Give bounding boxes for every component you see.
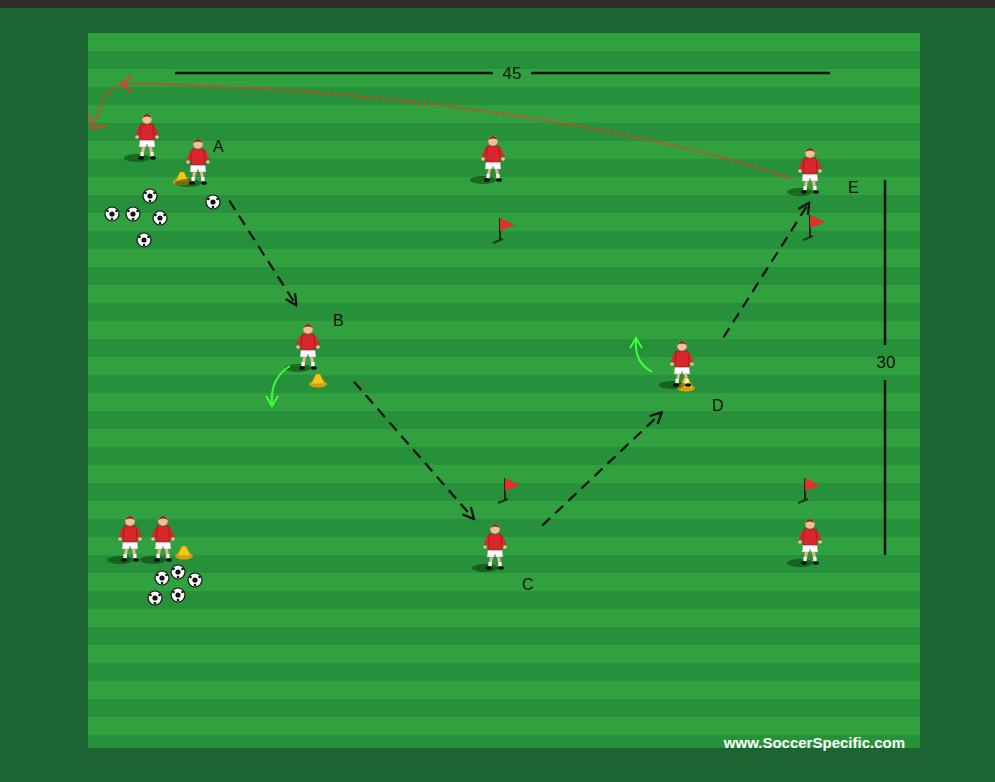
pitch-stripe — [88, 645, 920, 663]
player-figure — [472, 524, 507, 572]
pitch-stripe — [88, 123, 920, 141]
player-run — [90, 77, 790, 178]
pass-arrow — [723, 203, 809, 338]
pitch-stripe — [88, 87, 920, 105]
pitch — [88, 33, 920, 748]
pitch-stripe — [88, 195, 920, 213]
pitch-stripe — [88, 483, 920, 501]
dimension-line — [884, 180, 887, 345]
player-figure — [787, 148, 822, 196]
dimension-line — [175, 72, 493, 75]
pitch-stripe — [88, 717, 920, 735]
watermark: www.SoccerSpecific.com — [724, 735, 905, 750]
pitch-stripe — [88, 681, 920, 699]
soccer-ball — [143, 189, 157, 203]
player-node: E — [790, 146, 866, 200]
pitch-stripe — [88, 141, 920, 159]
soccer-ball — [206, 195, 220, 209]
player-letter: D — [712, 398, 724, 414]
pitch-stripe — [88, 231, 920, 249]
turn-arrows — [266, 338, 652, 406]
pitch-stripe — [88, 627, 920, 645]
pass-arrow — [542, 412, 662, 525]
soccer-ball — [148, 591, 162, 605]
pitch-stripe — [88, 699, 920, 717]
pitch-stripe — [88, 249, 920, 267]
soccer-ball — [171, 588, 185, 602]
soccer-ball — [171, 565, 185, 579]
dimension-lines — [175, 73, 885, 555]
pitch-stripe — [88, 159, 920, 177]
pitch-stripes — [88, 33, 920, 748]
soccer-ball — [155, 571, 169, 585]
pitch-stripe — [88, 501, 920, 519]
player-figure — [175, 139, 210, 187]
soccer-ball — [126, 207, 140, 221]
corner-flag — [498, 478, 520, 503]
pitch-stripe — [88, 375, 920, 393]
player-figure — [787, 519, 822, 567]
player-letter: A — [213, 139, 224, 155]
dimension-label: 30 — [877, 354, 896, 371]
soccer-ball — [188, 573, 202, 587]
pitch-stripe — [88, 213, 920, 231]
dimension-line — [884, 380, 887, 555]
player-figure — [285, 324, 320, 372]
pass-arrow — [354, 382, 474, 519]
player-node: C — [476, 520, 540, 596]
pitch-stripe — [88, 393, 920, 411]
pitch-stripe — [88, 573, 920, 591]
pitch-stripe — [88, 591, 920, 609]
training-cone — [175, 546, 193, 560]
pitch-stripe — [88, 177, 920, 195]
pitch-stripe — [88, 663, 920, 681]
player-figure — [659, 341, 694, 389]
dimension-label: 45 — [503, 65, 522, 82]
pitch-stripe — [88, 447, 920, 465]
pitch-stripe — [88, 429, 920, 447]
pitch-stripe — [88, 537, 920, 555]
player-figure — [470, 136, 505, 184]
player-letter: B — [333, 313, 344, 329]
soccer-ball — [153, 211, 167, 225]
player-letter: C — [522, 577, 534, 593]
player-node: B — [290, 308, 352, 380]
pass-arrow — [229, 201, 296, 306]
soccer-ball — [105, 207, 119, 221]
pitch-stripe — [88, 555, 920, 573]
dimension-line — [531, 72, 830, 75]
player-figure — [107, 516, 142, 564]
pitch-stripe — [88, 357, 920, 375]
pitch-stripe — [88, 339, 920, 357]
pitch-stripe — [88, 33, 920, 51]
pitch-stripe — [88, 321, 920, 339]
player-node: A — [180, 135, 235, 198]
pitch-stripe — [88, 465, 920, 483]
soccer-ball — [137, 233, 151, 247]
pitch-stripe — [88, 285, 920, 303]
corner-flag — [493, 218, 515, 243]
player-node: D — [664, 340, 730, 418]
corner-flag — [798, 478, 820, 503]
top-bar — [0, 0, 995, 8]
pitch-stripe — [88, 411, 920, 429]
player-figure — [124, 114, 159, 162]
training-cone — [309, 374, 327, 388]
pitch-stripe — [88, 519, 920, 537]
player-letter: E — [848, 180, 859, 196]
pitch-stripe — [88, 303, 920, 321]
corner-flag — [803, 215, 825, 240]
pitch-stripe — [88, 267, 920, 285]
pitch-stripe — [88, 609, 920, 627]
player-figure — [140, 516, 175, 564]
